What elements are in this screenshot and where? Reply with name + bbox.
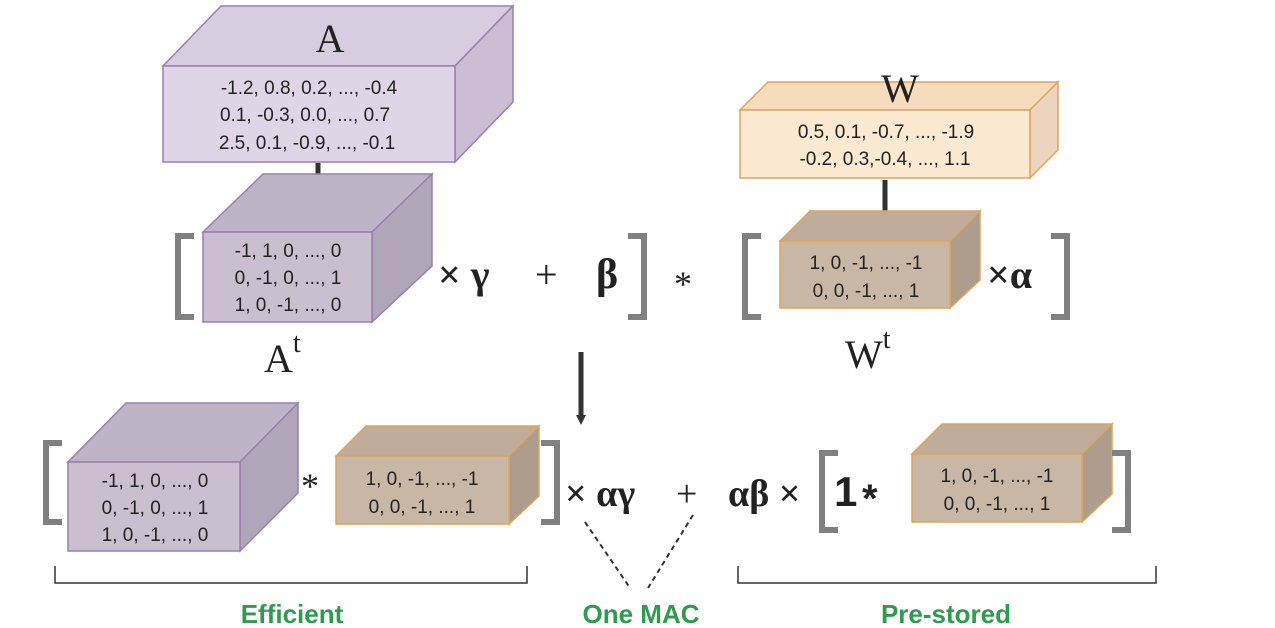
matrix-w-cube: W 0.5, 0.1, -0.7, ..., -1.9 -0.2, 0.3,-0… bbox=[738, 66, 1060, 180]
matrix-wt-row-2: 0, 0, -1, ..., 1 bbox=[813, 281, 920, 302]
prestored-row-2: 0, 0, -1, ..., 1 bbox=[944, 494, 1051, 515]
bottom-wt-cube: 1, 0, -1, ..., -1 0, 0, -1, ..., 1 bbox=[334, 424, 541, 526]
times-gamma: × γ bbox=[438, 252, 490, 297]
bottom-at-cube: -1, 1, 0, ..., 0 0, -1, 0, ..., 1 1, 0, … bbox=[66, 401, 300, 553]
bracket-close-2 bbox=[1051, 233, 1070, 320]
matrix-at-cube: -1, 1, 0, ..., 0 0, -1, 0, ..., 1 1, 0, … bbox=[201, 172, 434, 324]
matrix-a-row-1: -1.2, 0.8, 0.2, ..., -0.4 bbox=[221, 78, 398, 99]
bottom-at-row-1: -1, 1, 0, ..., 0 bbox=[102, 471, 209, 492]
prestored-label: Pre-stored bbox=[881, 599, 1011, 628]
bracket-open-2 bbox=[742, 233, 761, 320]
conv-operator-1: * bbox=[674, 264, 692, 304]
one-symbol: 1 bbox=[834, 468, 857, 515]
bottom-wt-row-2: 0, 0, -1, ..., 1 bbox=[369, 497, 476, 518]
bracket-open-1 bbox=[175, 233, 194, 320]
matrix-at-row-1: -1, 1, 0, ..., 0 bbox=[235, 241, 342, 262]
matrix-at-row-3: 1, 0, -1, ..., 0 bbox=[235, 295, 342, 316]
times-alpha: ×α bbox=[987, 252, 1032, 297]
prestored-brace bbox=[737, 566, 1157, 584]
bottom-at-row-2: 0, -1, 0, ..., 1 bbox=[102, 498, 209, 519]
matrix-wt-label: Wt bbox=[845, 324, 891, 377]
matrix-wt-row-1: 1, 0, -1, ..., -1 bbox=[810, 253, 923, 274]
conv-operator-2: * bbox=[301, 466, 319, 506]
matrix-a-cube: A -1.2, 0.8, 0.2, ..., -0.4 0.1, -0.3, 0… bbox=[161, 4, 515, 164]
matrix-w-row-2: -0.2, 0.3,-0.4, ..., 1.1 bbox=[799, 149, 970, 170]
bracket-close-4 bbox=[1112, 450, 1131, 533]
bracket-close-3 bbox=[541, 440, 560, 525]
matrix-a-row-3: 2.5, 0.1, -0.9, ..., -0.1 bbox=[219, 133, 395, 154]
matrix-w-row-1: 0.5, 0.1, -0.7, ..., -1.9 bbox=[798, 122, 974, 143]
plus-sign-2: + bbox=[676, 473, 697, 515]
bracket-open-4 bbox=[819, 450, 838, 533]
efficient-label: Efficient bbox=[241, 599, 344, 628]
matrix-wt-cube: 1, 0, -1, ..., -1 0, 0, -1, ..., 1 bbox=[778, 209, 982, 310]
matrix-w-label: W bbox=[881, 66, 919, 111]
beta-symbol: β bbox=[596, 252, 618, 298]
matrix-a-label: A bbox=[316, 16, 345, 61]
alpha-beta-times: αβ × bbox=[728, 473, 800, 515]
times-alpha-gamma: × αγ bbox=[565, 473, 635, 515]
bracket-close-1 bbox=[628, 233, 647, 320]
bottom-wt-row-1: 1, 0, -1, ..., -1 bbox=[366, 469, 479, 490]
prestored-cube: 1, 0, -1, ..., -1 0, 0, -1, ..., 1 bbox=[910, 422, 1114, 524]
matrix-at-row-2: 0, -1, 0, ..., 1 bbox=[235, 268, 342, 289]
plus-sign-1: + bbox=[535, 252, 558, 297]
one-mac-label: One MAC bbox=[583, 599, 700, 628]
efficient-brace bbox=[54, 566, 528, 584]
bottom-at-row-3: 1, 0, -1, ..., 0 bbox=[102, 525, 209, 546]
dashed-line-right bbox=[647, 514, 694, 589]
dashed-line-left bbox=[584, 521, 631, 589]
matrix-at-label: At bbox=[264, 328, 301, 381]
matrix-a-row-2: 0.1, -0.3, 0.0, ..., 0.7 bbox=[220, 105, 390, 126]
bracket-open-3 bbox=[43, 440, 62, 525]
conv-operator-bold: * bbox=[862, 477, 878, 521]
prestored-row-1: 1, 0, -1, ..., -1 bbox=[941, 466, 1054, 487]
